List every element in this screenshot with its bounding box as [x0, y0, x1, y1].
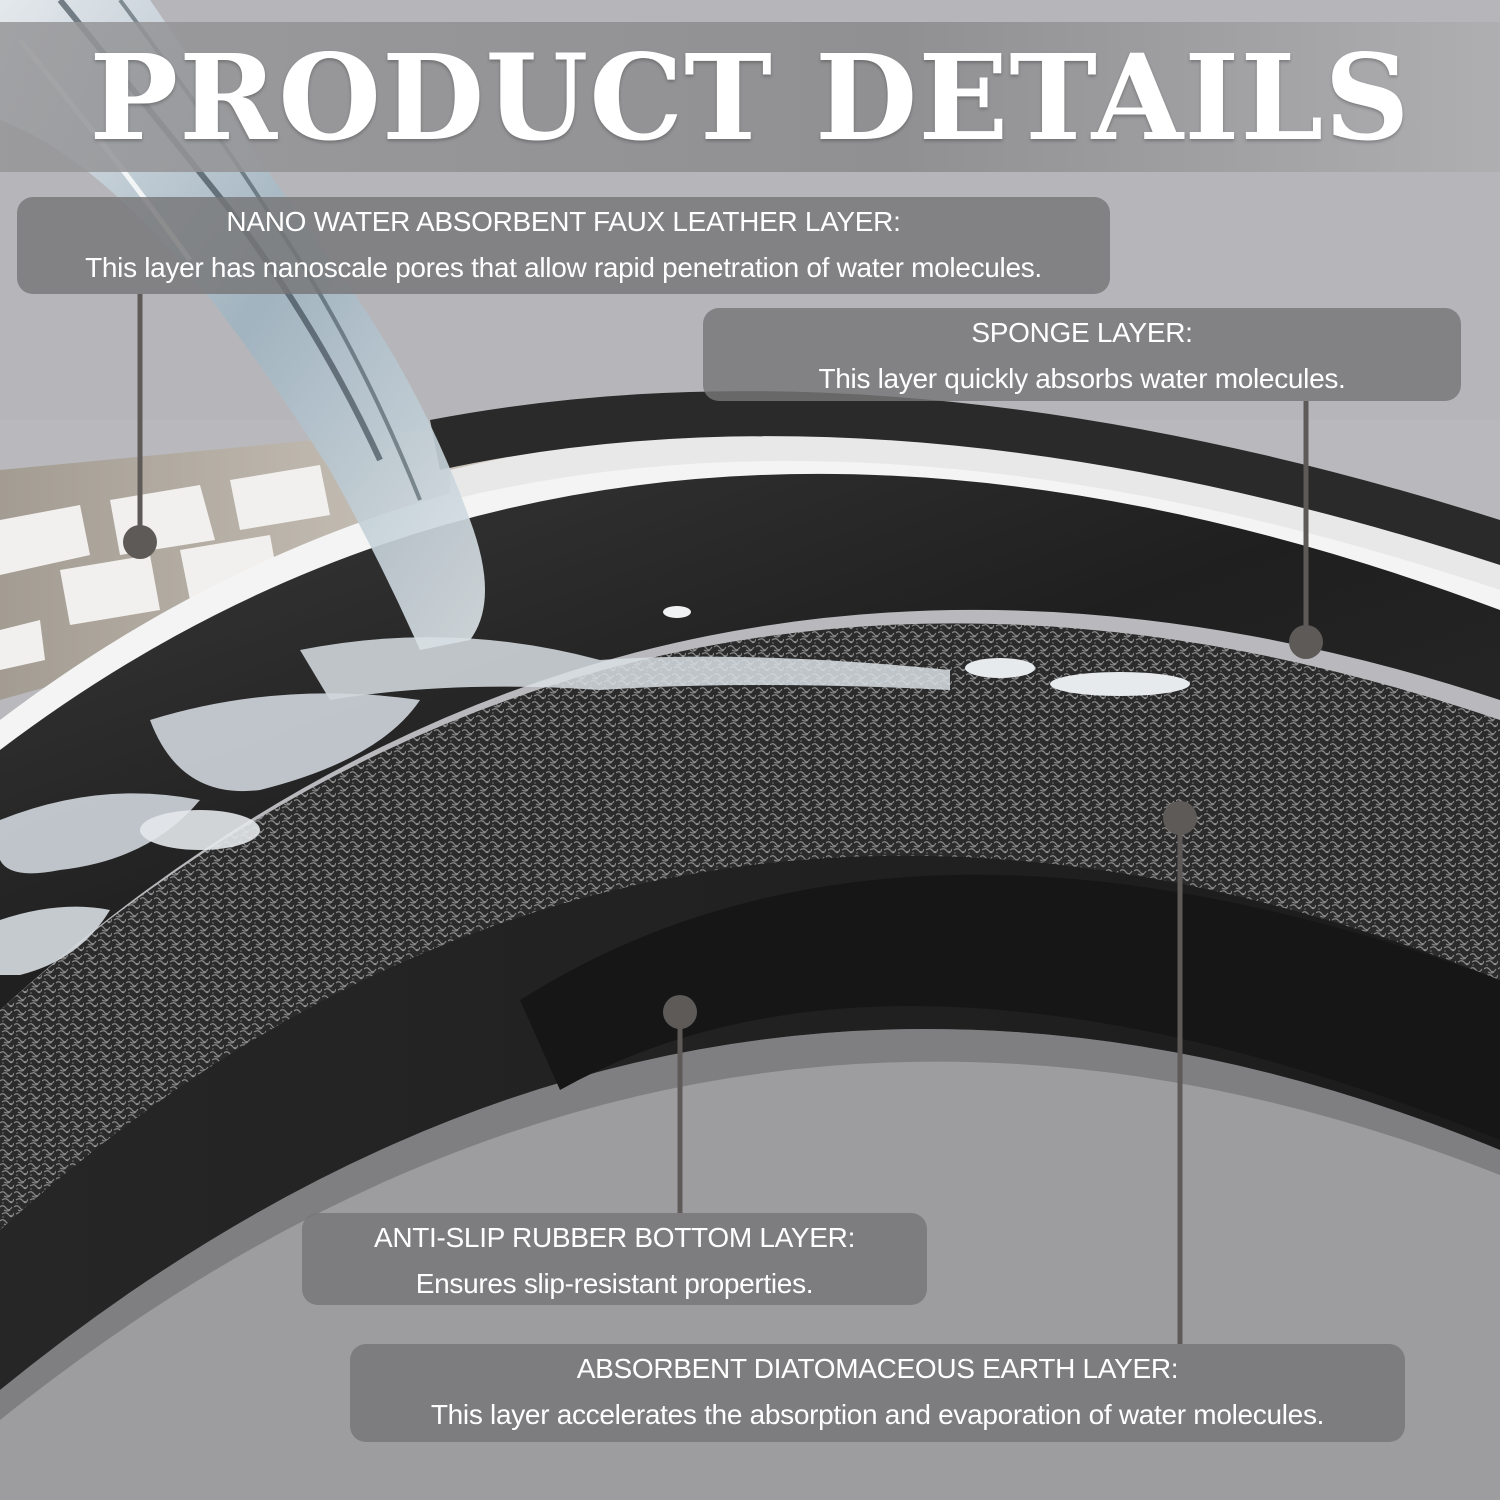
callout-heading: SPONGE LAYER: [971, 317, 1193, 348]
callout-heading: NANO WATER ABSORBENT FAUX LEATHER LAYER: [226, 206, 901, 237]
marker-dot-diatomaceous [1163, 801, 1197, 835]
callout-heading: ABSORBENT DIATOMACEOUS EARTH LAYER: [576, 1353, 1179, 1384]
callout-description: Ensures slip-resistant properties. [415, 1268, 814, 1299]
callout-heading: ANTI-SLIP RUBBER BOTTOM LAYER: [373, 1222, 856, 1253]
marker-dot-nano [123, 525, 157, 559]
callout-sponge-layer: SPONGE LAYER: This layer quickly absorbs… [703, 308, 1461, 401]
callout-diatomaceous-earth-layer: ABSORBENT DIATOMACEOUS EARTH LAYER: This… [350, 1344, 1405, 1442]
callout-anti-slip-layer: ANTI-SLIP RUBBER BOTTOM LAYER: Ensures s… [302, 1213, 927, 1305]
callout-nano-leather-layer: NANO WATER ABSORBENT FAUX LEATHER LAYER:… [17, 197, 1110, 294]
leader-lines [123, 294, 1323, 1344]
callout-description: This layer has nanoscale pores that allo… [85, 252, 1042, 283]
marker-dot-sponge [1289, 625, 1323, 659]
title-band [0, 22, 1500, 172]
callout-description: This layer accelerates the absorption an… [430, 1399, 1325, 1430]
marker-dot-anti-slip [663, 995, 697, 1029]
callout-description: This layer quickly absorbs water molecul… [818, 363, 1346, 394]
page-title: PRODUCT DETAILS [89, 28, 1411, 167]
